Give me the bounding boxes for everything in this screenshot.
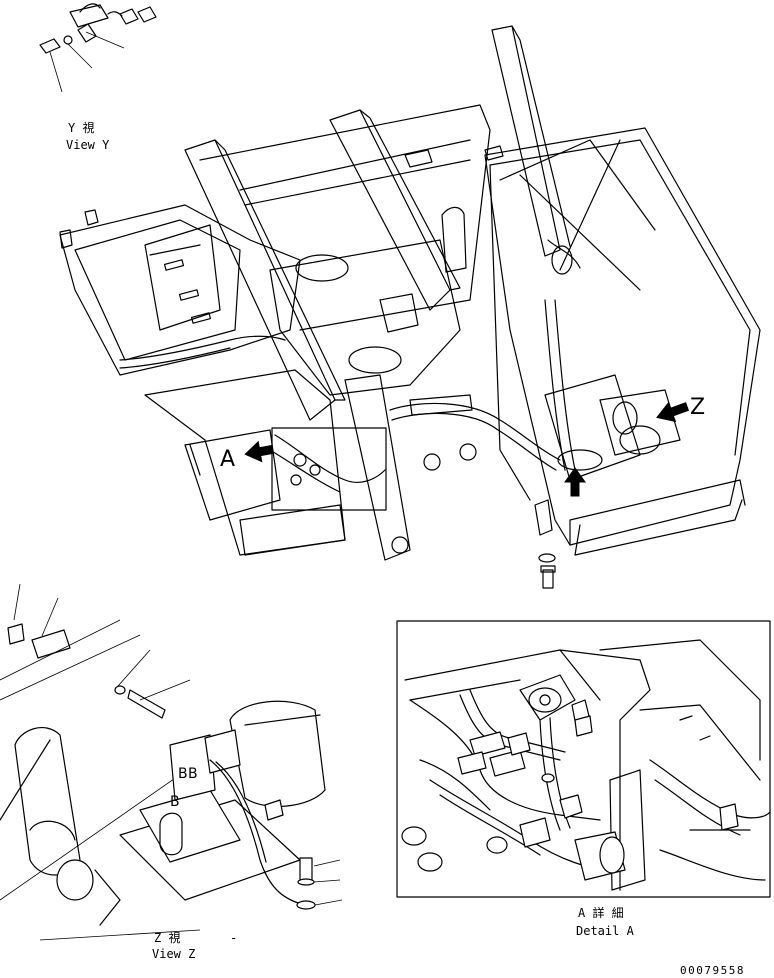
view-z-detail — [0, 583, 343, 941]
drawing-number: 00079558 — [680, 964, 745, 977]
view-y-en-label: View Y — [66, 138, 110, 152]
main-frame-assembly — [59, 25, 761, 589]
detail-a-en-label: Detail A — [576, 924, 635, 938]
view-y-jp-label: Y 視 — [68, 120, 94, 135]
marker-b-label-1: B — [178, 766, 188, 782]
view-direction-arrow-icon-a — [244, 440, 274, 463]
detail-a-region-box — [271, 427, 387, 511]
view-z-jp-label: Z 視 — [154, 930, 180, 945]
detail-a-frame — [396, 620, 771, 898]
detail-a-jp-label: A 詳 細 — [578, 905, 624, 920]
view-direction-arrow-icon-z — [656, 401, 690, 423]
marker-b-label-3: B — [170, 794, 180, 810]
view-y-detail — [39, 3, 157, 93]
marker-z-label: Z — [690, 395, 705, 420]
view-z-en-label: View Z — [152, 947, 195, 961]
view-z-mark: - — [230, 931, 237, 945]
marker-b-label-2: B — [188, 766, 198, 782]
view-direction-arrow-icon-up — [564, 467, 586, 497]
marker-a-label: A — [220, 447, 235, 472]
detail-a-content — [401, 639, 771, 891]
